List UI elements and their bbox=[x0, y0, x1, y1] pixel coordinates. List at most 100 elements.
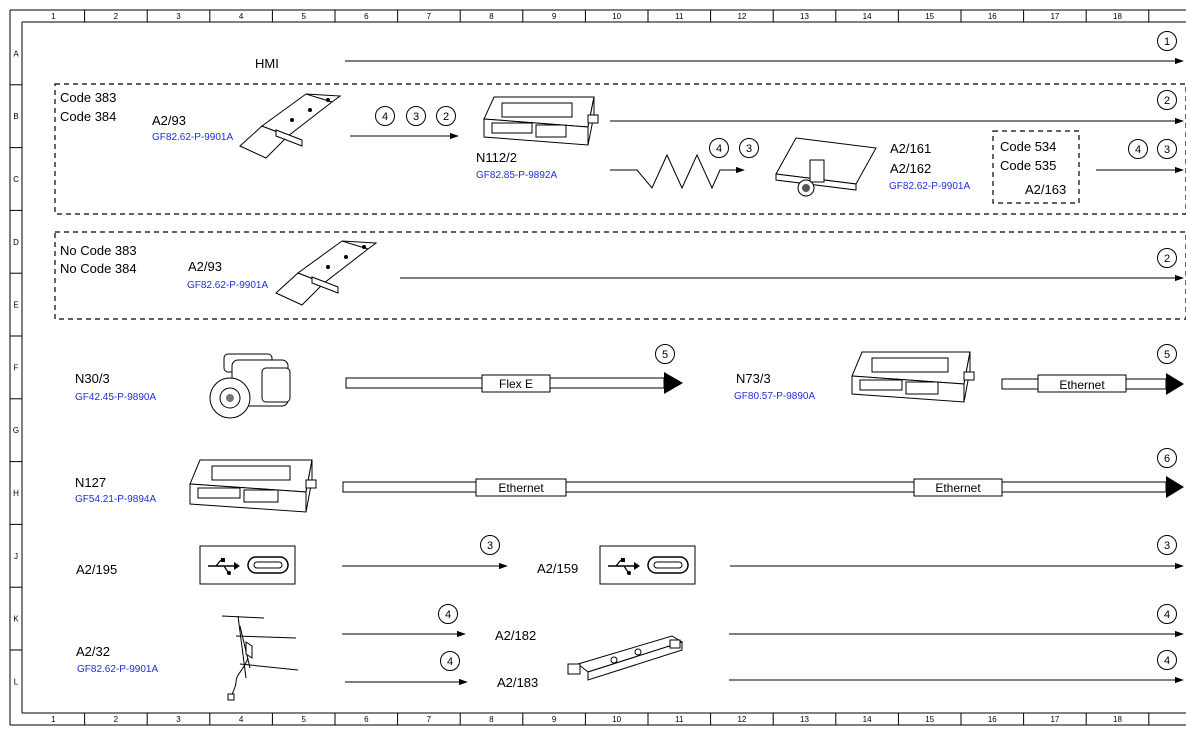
group-code-384: Code 384 bbox=[60, 109, 116, 124]
grid-col-top-6: 6 bbox=[364, 12, 369, 21]
grid-row-J: J bbox=[14, 552, 18, 561]
svg-text:4: 4 bbox=[447, 656, 453, 668]
svg-text:Ethernet: Ethernet bbox=[1059, 378, 1105, 392]
grid-col-bottom-8: 8 bbox=[489, 715, 494, 724]
hmi-label: HMI bbox=[255, 56, 279, 71]
ref-n127[interactable]: GF54.21-P-9894A bbox=[75, 494, 156, 505]
ethernet-bus-n73: Ethernet bbox=[1001, 373, 1184, 395]
group-no-code-383: No Code 383 bbox=[60, 243, 137, 258]
grid-row-H: H bbox=[13, 489, 19, 498]
flex-e-bus: Flex E bbox=[345, 372, 683, 394]
component-n112-2: N112/2 bbox=[476, 150, 517, 165]
svg-text:6: 6 bbox=[1164, 453, 1170, 465]
group-code-535: Code 535 bbox=[1000, 158, 1056, 173]
component-a2-182: A2/182 bbox=[495, 628, 536, 643]
grid-col-bottom-14: 14 bbox=[863, 715, 872, 724]
component-a2-32: A2/32 bbox=[76, 644, 110, 659]
svg-text:3: 3 bbox=[1164, 540, 1170, 552]
control-unit-icon-n73 bbox=[851, 351, 975, 403]
grid-col-top-3: 3 bbox=[176, 12, 181, 21]
grid-col-top-1: 1 bbox=[51, 12, 56, 21]
marker-2-a2-93-bottom: 2 bbox=[1157, 248, 1177, 268]
grid-col-bottom-13: 13 bbox=[800, 715, 809, 724]
grid-row-E: E bbox=[13, 301, 18, 310]
svg-text:5: 5 bbox=[662, 349, 668, 361]
ref-a2-161[interactable]: GF82.62-P-9901A bbox=[889, 181, 970, 192]
marker-4-a2-183-out: 4 bbox=[1157, 650, 1177, 670]
diagram-frame bbox=[9, 9, 1186, 726]
component-n127: N127 bbox=[75, 475, 106, 490]
marker-4-a2-93: 4 bbox=[375, 106, 395, 126]
ref-n112-2[interactable]: GF82.85-P-9892A bbox=[476, 170, 557, 181]
grid-col-bottom-6: 6 bbox=[364, 715, 369, 724]
usb-port-icon-a2-195 bbox=[199, 545, 296, 585]
marker-3-a2-195: 3 bbox=[480, 535, 500, 555]
svg-text:2: 2 bbox=[443, 111, 449, 123]
marker-4-a2-182-out: 4 bbox=[1157, 604, 1177, 624]
code-383-group-box bbox=[54, 83, 1186, 215]
ref-a2-93-bottom[interactable]: GF82.62-P-9901A bbox=[187, 280, 268, 291]
marker-3-a2-163: 3 bbox=[1157, 139, 1177, 159]
grid-col-bottom-12: 12 bbox=[737, 715, 746, 724]
coiled-cable-arrow bbox=[610, 153, 745, 190]
grid-row-F: F bbox=[14, 363, 19, 372]
grid-col-top-8: 8 bbox=[489, 12, 494, 21]
component-n30-3: N30/3 bbox=[75, 371, 110, 386]
ref-a2-32[interactable]: GF82.62-P-9901A bbox=[77, 664, 158, 675]
svg-text:4: 4 bbox=[445, 609, 451, 621]
grid-labels: 1122334455667788991010111112121313141415… bbox=[10, 10, 1150, 725]
marker-4-a2-183-in: 4 bbox=[440, 651, 460, 671]
grid-row-D: D bbox=[13, 238, 19, 247]
grid-col-bottom-5: 5 bbox=[301, 715, 306, 724]
group-no-code-384: No Code 384 bbox=[60, 261, 137, 276]
marker-3-a2-93: 3 bbox=[406, 106, 426, 126]
code-534-group-box bbox=[992, 130, 1080, 204]
grid-col-bottom-17: 17 bbox=[1050, 715, 1059, 724]
antenna-module-icon-a2-161 bbox=[775, 137, 877, 197]
usb-port-icon-a2-159 bbox=[599, 545, 696, 585]
grid-row-B: B bbox=[13, 112, 18, 121]
group-code-534: Code 534 bbox=[1000, 139, 1056, 154]
grid-col-bottom-1: 1 bbox=[51, 715, 56, 724]
grid-col-top-5: 5 bbox=[301, 12, 306, 21]
svg-text:4: 4 bbox=[382, 111, 388, 123]
grid-row-C: C bbox=[13, 175, 19, 184]
svg-text:3: 3 bbox=[746, 143, 752, 155]
component-a2-183: A2/183 bbox=[497, 675, 538, 690]
ref-n73-3[interactable]: GF80.57-P-9890A bbox=[734, 391, 815, 402]
marker-5-ethernet: 5 bbox=[1157, 344, 1177, 364]
marker-4-a2-163: 4 bbox=[1128, 139, 1148, 159]
grid-col-top-15: 15 bbox=[925, 12, 934, 21]
ethernet-bus-n127: Ethernet Ethernet bbox=[342, 476, 1184, 498]
ref-n30-3[interactable]: GF42.45-P-9890A bbox=[75, 392, 156, 403]
component-a2-161: A2/161 bbox=[890, 141, 931, 156]
ref-a2-93-top[interactable]: GF82.62-P-9901A bbox=[152, 132, 233, 143]
marker-4-a2-182-in: 4 bbox=[438, 604, 458, 624]
grid-col-bottom-4: 4 bbox=[239, 715, 244, 724]
svg-text:1: 1 bbox=[1164, 36, 1170, 48]
window-antenna-icon-a2-32 bbox=[221, 615, 299, 701]
grid-col-bottom-15: 15 bbox=[925, 715, 934, 724]
grid-col-top-2: 2 bbox=[114, 12, 119, 21]
grid-col-top-4: 4 bbox=[239, 12, 244, 21]
grid-col-top-18: 18 bbox=[1113, 12, 1122, 21]
marker-3-a2-159: 3 bbox=[1157, 535, 1177, 555]
grid-row-A: A bbox=[13, 49, 19, 58]
grid-col-bottom-18: 18 bbox=[1113, 715, 1122, 724]
grid-col-bottom-3: 3 bbox=[176, 715, 181, 724]
grid-col-bottom-9: 9 bbox=[552, 715, 557, 724]
component-n73-3: N73/3 bbox=[736, 371, 771, 386]
grid-col-top-17: 17 bbox=[1050, 12, 1059, 21]
grid-col-bottom-2: 2 bbox=[114, 715, 119, 724]
svg-text:3: 3 bbox=[413, 111, 419, 123]
marker-4-cable: 4 bbox=[709, 138, 729, 158]
grid-row-G: G bbox=[13, 426, 19, 435]
component-a2-93-top: A2/93 bbox=[152, 113, 186, 128]
control-unit-icon-n127 bbox=[189, 459, 317, 513]
control-unit-icon-n112 bbox=[483, 96, 599, 146]
grid-col-bottom-10: 10 bbox=[612, 715, 621, 724]
grid-col-bottom-7: 7 bbox=[427, 715, 432, 724]
svg-text:5: 5 bbox=[1164, 349, 1170, 361]
marker-2-a2-93: 2 bbox=[436, 106, 456, 126]
grid-col-top-9: 9 bbox=[552, 12, 557, 21]
